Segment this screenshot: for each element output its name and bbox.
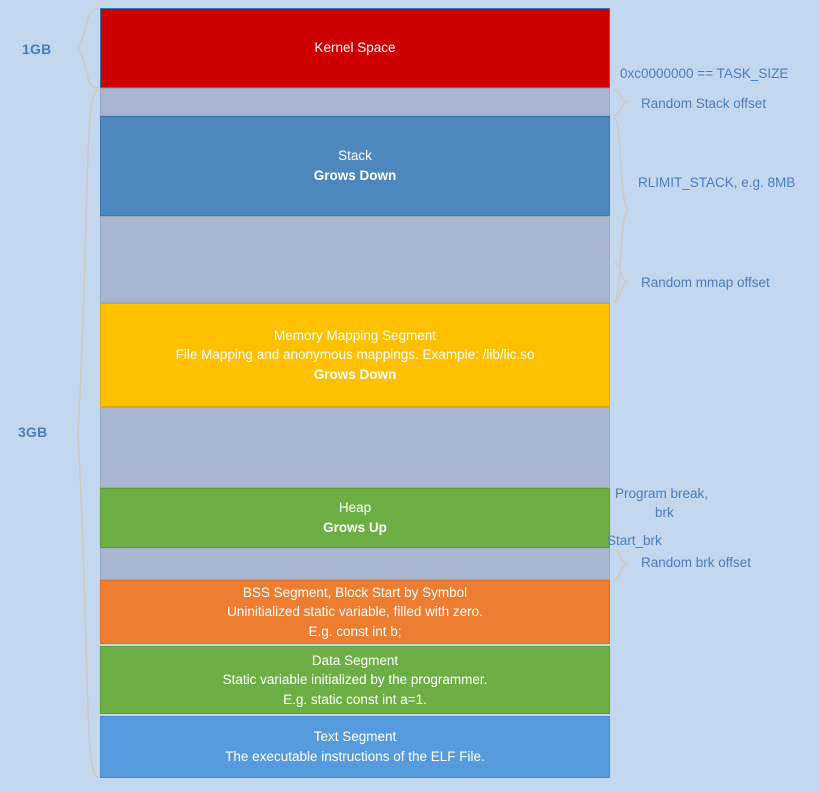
block-kernel-space-line-0: Kernel Space [314, 40, 396, 56]
block-bss-line-0: BSS Segment, Block Start by Symbol [242, 584, 468, 600]
block-memory-mapping-segment: Memory Mapping Segment File Mapping and … [100, 303, 610, 407]
block-bss-line-1: Uninitialized static variable, filled wi… [227, 604, 483, 620]
block-mmap-heap-gap [100, 407, 610, 488]
block-mmap-line-2: Grows Down [313, 366, 397, 382]
size-label-3gb: 3GB [18, 424, 48, 440]
annotation-random-mmap-offset: Random mmap offset [641, 275, 770, 290]
annotation-task-size: 0xc0000000 == TASK_SIZE [620, 66, 789, 81]
brace-random-stack-offset-icon [613, 89, 629, 116]
annotation-program-break-line-2: brk [655, 505, 674, 520]
annotation-rlimit-stack: RLIMIT_STACK, e.g. 8MB [638, 175, 796, 190]
annotation-program-break-line-1: Program break, [615, 486, 709, 501]
block-heap-line-0: Heap [338, 500, 372, 516]
block-stack-line-0: Stack [338, 148, 372, 164]
brace-3gb-icon [77, 89, 99, 778]
block-stack-mmap-gap [100, 216, 610, 303]
block-kernel-space: Kernel Space [100, 8, 610, 88]
block-stack: Stack Grows Down [100, 116, 610, 216]
block-text-line-1: The executable instructions of the ELF F… [225, 749, 485, 764]
brace-rlimit-stack-icon [613, 117, 630, 302]
block-data-segment: Data Segment Static variable initialized… [100, 646, 610, 714]
block-bss-segment: BSS Segment, Block Start by Symbol Unini… [100, 580, 610, 644]
block-bss-line-2: E.g. const int b; [308, 623, 402, 639]
brace-random-brk-offset-icon [613, 549, 629, 580]
block-stack-line-1: Grows Down [313, 168, 397, 183]
block-text-line-0: Text Segment [313, 729, 397, 745]
annotation-start-brk: Start_brk [607, 533, 662, 548]
brace-1gb-icon [77, 8, 99, 89]
block-heap-line-1: Grows Up [323, 520, 387, 535]
block-mmap-line-0: Memory Mapping Segment [273, 327, 437, 343]
block-data-line-2: E.g. static const int a=1. [283, 691, 427, 707]
block-random-stack-offset-gap [100, 88, 610, 116]
size-label-1gb: 1GB [22, 41, 52, 57]
block-data-line-0: Data Segment [311, 652, 399, 668]
annotation-random-stack-offset: Random Stack offset [641, 96, 767, 111]
block-data-line-1: Static variable initialized by the progr… [222, 672, 488, 688]
brace-random-mmap-offset-icon [613, 262, 629, 303]
annotation-random-brk-offset: Random brk offset [641, 555, 752, 570]
block-text-segment: Text Segment The executable instructions… [100, 716, 610, 778]
block-mmap-line-1: File Mapping and anonymous mappings. Exa… [175, 347, 535, 363]
block-random-brk-offset-gap [100, 548, 610, 580]
block-heap: Heap Grows Up [100, 488, 610, 548]
